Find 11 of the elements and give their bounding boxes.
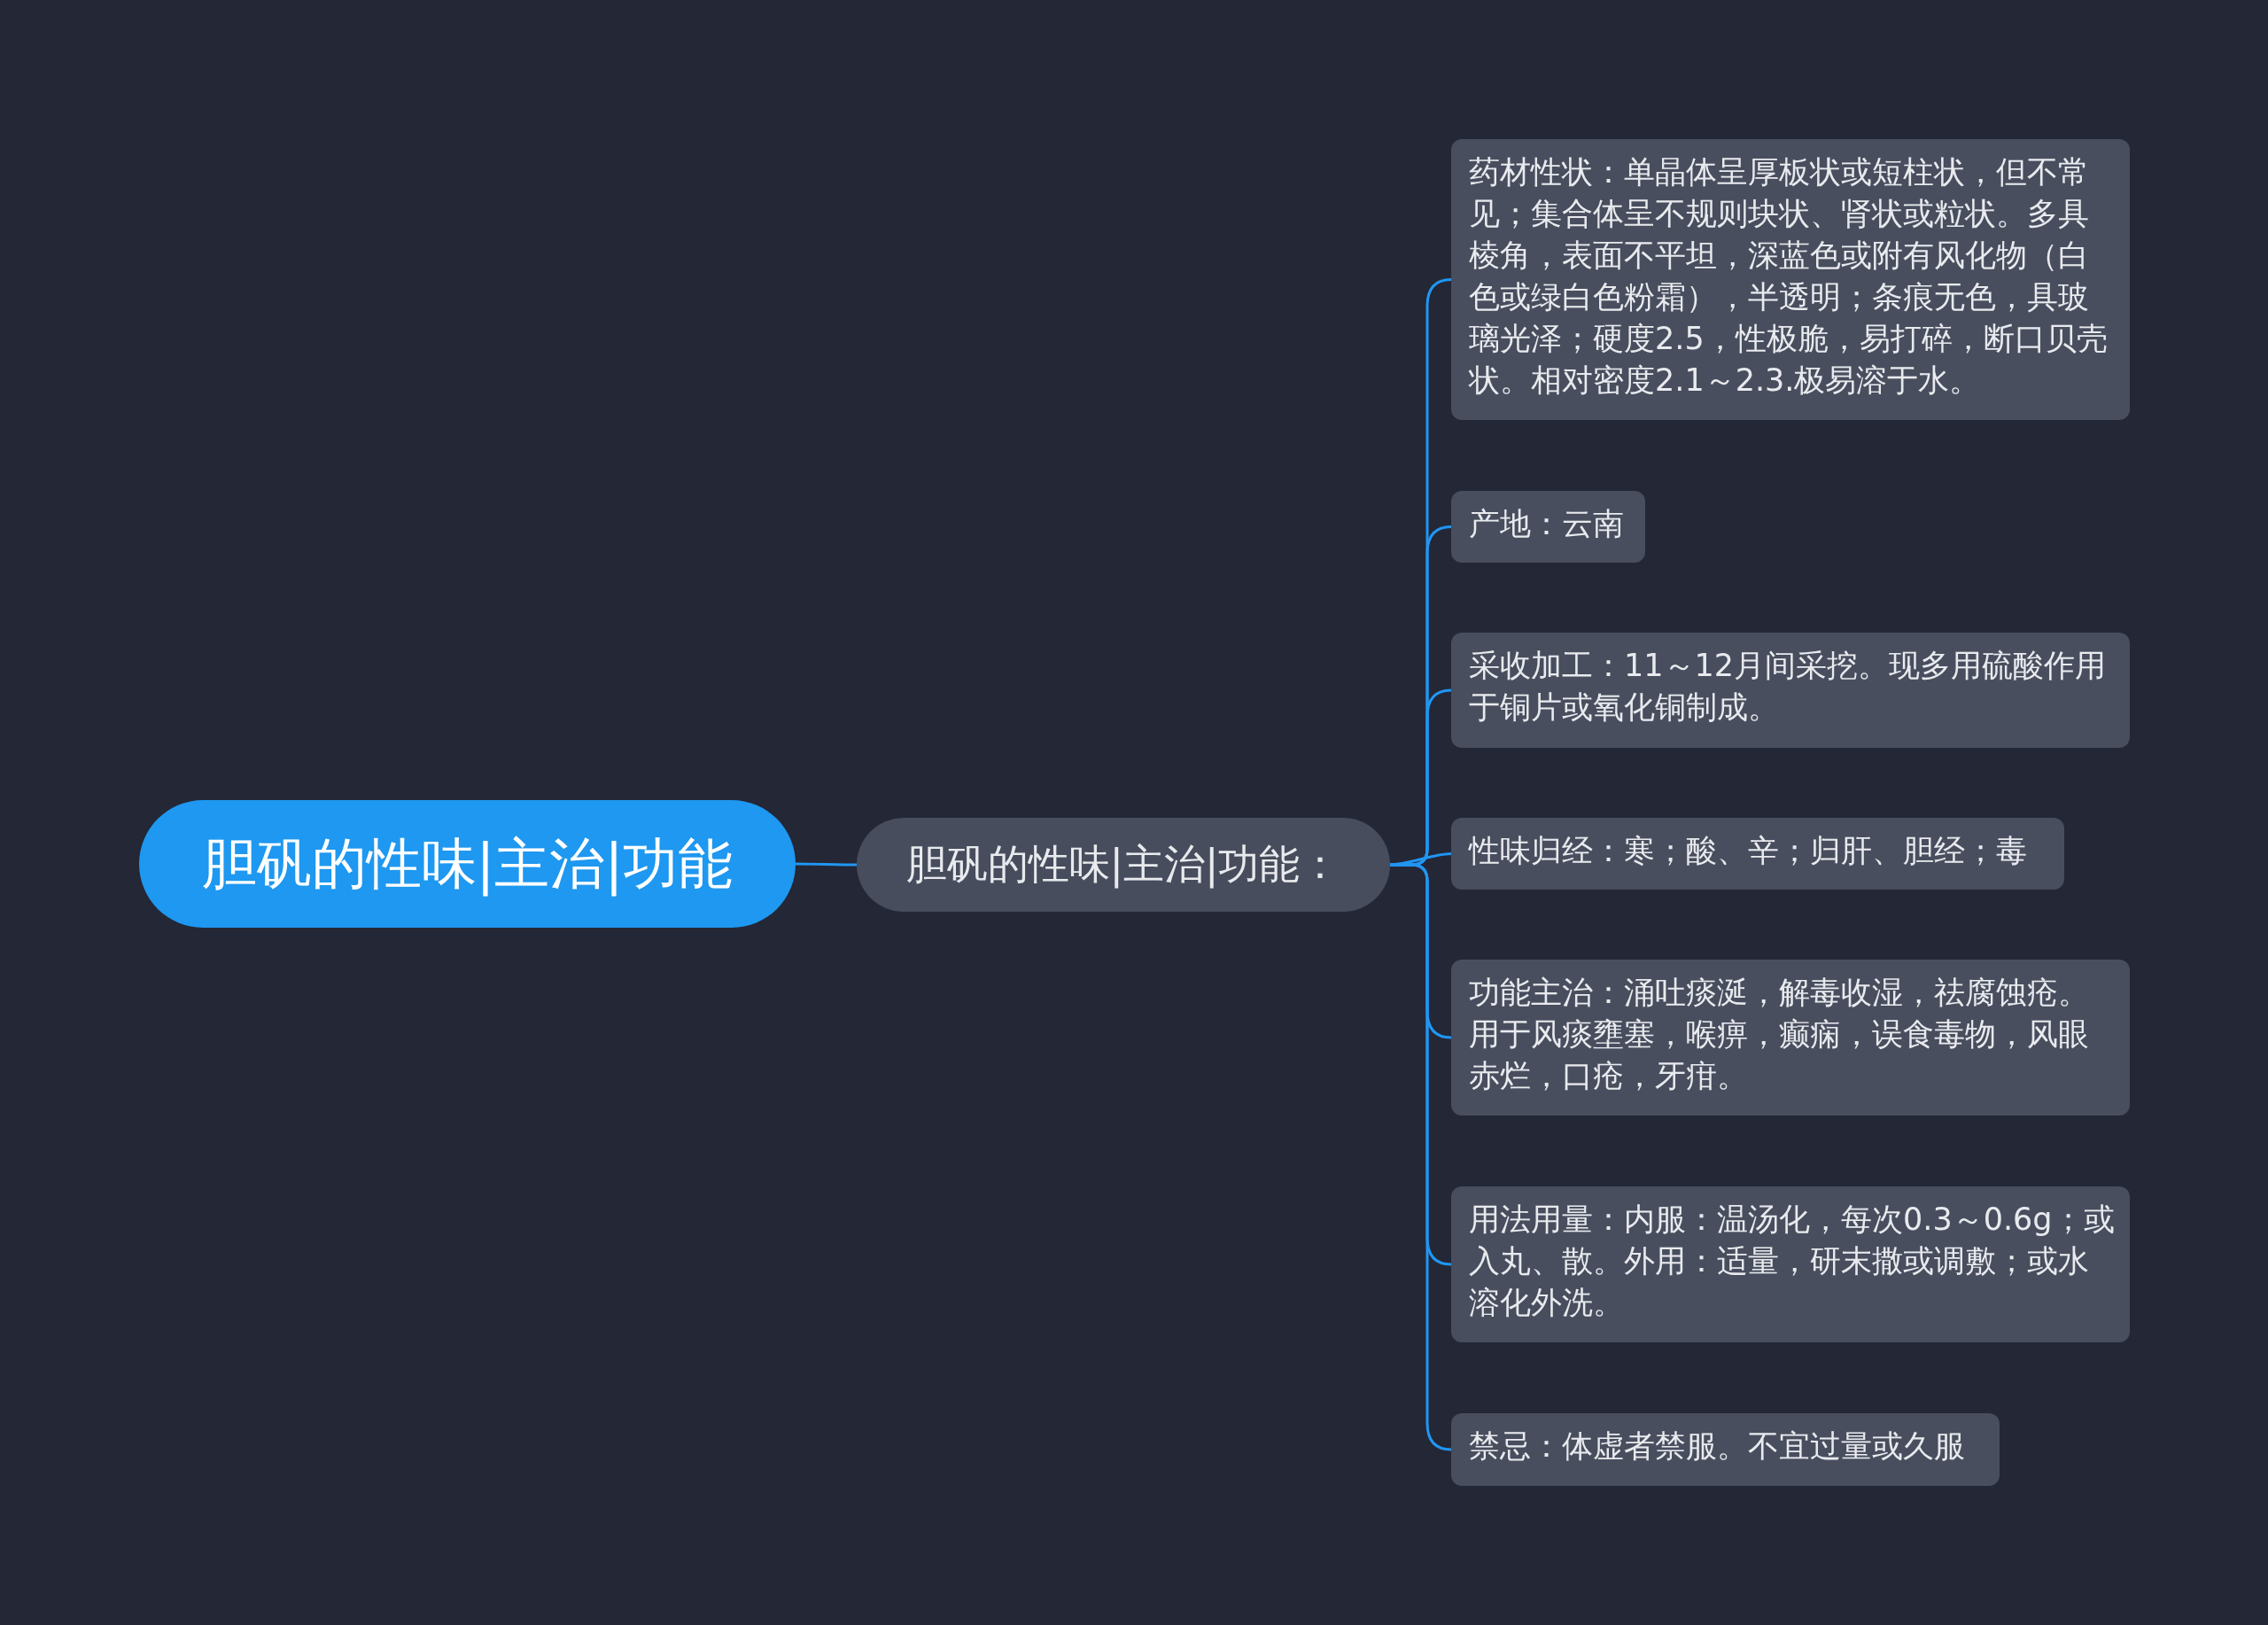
connector-line	[796, 862, 857, 867]
detail-box: 用法用量：内服：温汤化，每次0.3～0.6g；或入丸、散。外用：适量，研末撒或调敷；或水溶化外洗。	[1451, 1186, 2130, 1342]
detail-box: 产地：云南	[1451, 491, 1645, 563]
subtopic-box: 胆矾的性味|主治|功能：	[857, 818, 1390, 912]
connector-line	[1389, 852, 1452, 867]
detail-box: 性味归经：寒；酸、辛；归肝、胆经；毒	[1451, 818, 2064, 890]
detail-box: 禁忌：体虚者禁服。不宜过量或久服	[1451, 1413, 2000, 1486]
detail-box: 药材性状：单晶体呈厚板状或短柱状，但不常见；集合体呈不规则块状、肾状或粒状。多具棱角，表面不平坦，深蓝色或附有风化物（白色或绿白色粉霜），半透明；条痕无色，具玻璃光泽；硬度2.5，性极脆，易打碎，断口贝壳状。相对密度2.1～2.3.极易溶于水。	[1451, 139, 2130, 420]
detail-box: 采收加工：11～12月间采挖。现多用硫酸作用于铜片或氧化铜制成。	[1451, 633, 2130, 748]
detail-box: 功能主治：涌吐痰涎，解毒收湿，祛腐蚀疮。用于风痰壅塞，喉痹，癫痫，误食毒物，风眼赤烂，口疮，牙疳。	[1451, 960, 2130, 1116]
topic-box: 胆矾的性味|主治|功能	[139, 800, 796, 928]
